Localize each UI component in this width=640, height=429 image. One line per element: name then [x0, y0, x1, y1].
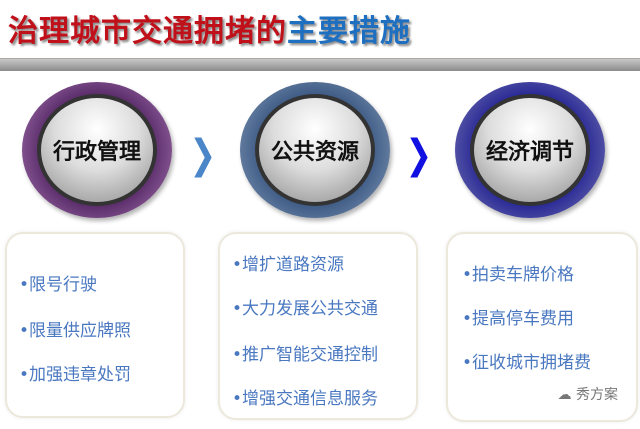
slide-title: 治理城市交通拥堵的主要措施 [8, 14, 411, 49]
list-item: •推广智能交通控制 [232, 345, 379, 365]
step-circle-economic: 经济调节 [455, 82, 605, 218]
list-item: •大力发展公共交通 [232, 299, 379, 319]
list-item: •增强交通信息服务 [232, 389, 379, 409]
list-item: •增扩道路资源 [232, 255, 345, 275]
watermark: ☁ 秀方案 [557, 387, 618, 403]
step-circle-public: 公共资源 [240, 82, 390, 218]
economic-measures-box: •拍卖车牌价格 •提高停车费用 •征收城市拥堵费 ☁ 秀方案 [446, 232, 638, 422]
chevron-right-icon: ❯ [189, 132, 217, 178]
list-item: •加强违章处罚 [19, 365, 132, 385]
public-measures-box: •增扩道路资源 •大力发展公共交通 •推广智能交通控制 •增强交通信息服务 [218, 232, 418, 420]
list-item: •提高停车费用 [462, 309, 575, 329]
step-circle-admin: 行政管理 [22, 82, 172, 218]
list-item: •拍卖车牌价格 [462, 265, 575, 285]
list-item: •征收城市拥堵费 [462, 353, 592, 373]
wechat-icon: ☁ [557, 387, 576, 403]
divider-bar [0, 58, 640, 71]
admin-measures-box: •限号行驶 •限量供应牌照 •加强违章处罚 [5, 232, 185, 418]
list-item: •限号行驶 [19, 275, 98, 295]
list-item: •限量供应牌照 [19, 321, 132, 341]
chevron-right-icon: ❯ [405, 132, 433, 178]
